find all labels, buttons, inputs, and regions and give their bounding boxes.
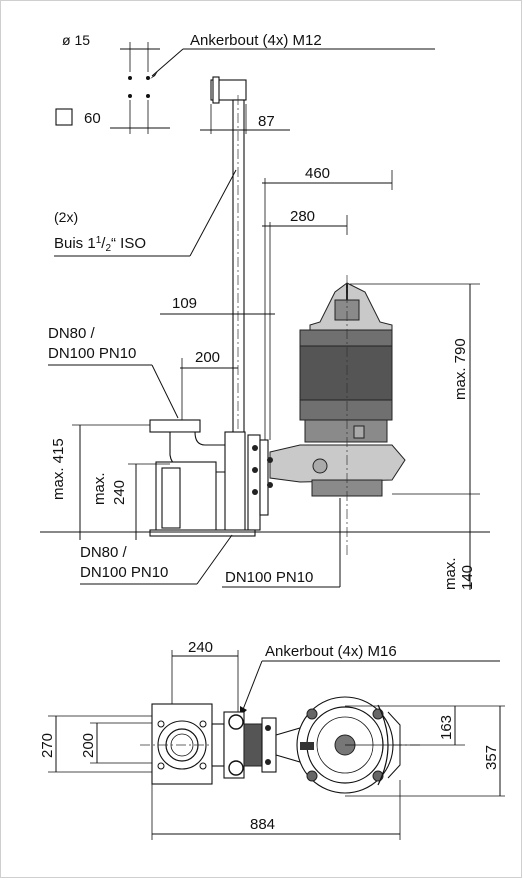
anchor-hole-icon: [128, 76, 132, 80]
pump-volute: [269, 444, 406, 483]
bottom-callouts: DN80 / DN100 PN10 DN100 PN10: [80, 498, 341, 588]
dim-270: 270: [39, 733, 56, 758]
anchor-hole-icon: [128, 94, 132, 98]
dim-240: 240: [188, 639, 213, 656]
dim-163: 163: [438, 715, 455, 740]
pipe-label: Buis 11/2“ ISO: [54, 235, 146, 254]
side-view: ø 15 Ankerbout (4x) M12 60 87 460: [40, 32, 490, 590]
dim-357: 357: [483, 745, 500, 770]
max-790: max. 790: [452, 338, 469, 400]
dn-top-line1: DN80 /: [48, 325, 96, 342]
anchor-bolt-top-label: Ankerbout (4x) M12: [190, 32, 322, 49]
pipe-callout: (2x) Buis 11/2“ ISO: [54, 169, 237, 257]
dn-bottom-line1: DN80 /: [80, 544, 128, 561]
max-140-a: max.: [442, 557, 459, 590]
ground-line: max. 140: [40, 494, 490, 590]
height-dimensions: max. 415 max. 240: [50, 424, 170, 540]
dim-109-group: 109: [160, 295, 275, 315]
upper-dimensions: 460 280: [262, 165, 393, 440]
dim-200: 200: [195, 349, 220, 366]
dim-884: 884: [250, 816, 275, 833]
max-415: max. 415: [50, 438, 67, 500]
dim-460: 460: [305, 165, 330, 182]
dim-200-top: 200: [80, 733, 97, 758]
hole-detail: ø 15 Ankerbout (4x) M12 60: [55, 32, 435, 134]
dn-outlet: DN100 PN10: [225, 569, 313, 586]
guide-pipe: [232, 99, 245, 441]
pipe-count-label: (2x): [54, 209, 78, 225]
inlet-callout: DN80 / DN100 PN10 200: [48, 325, 238, 420]
max-790-group: max. 790: [350, 283, 480, 495]
anchor-hole-icon: [146, 94, 150, 98]
square-symbol-icon: [55, 108, 73, 126]
anchor-hole-icon: [146, 76, 150, 80]
max-240-b: 240: [111, 480, 128, 505]
discharge-flange-top: [140, 703, 420, 785]
dn-top-line2: DN100 PN10: [48, 345, 136, 362]
dim-87: 87: [258, 113, 275, 130]
max-240-a: max.: [91, 472, 108, 505]
pump-body: [269, 275, 406, 555]
coupling-top: [211, 711, 277, 779]
top-view: 240 Ankerbout (4x) M16 270 200: [39, 639, 505, 840]
square-size-label: 60: [84, 110, 101, 127]
dn-bottom-line2: DN100 PN10: [80, 564, 168, 581]
anchor-bolt-bottom-label: Ankerbout (4x) M16: [265, 643, 397, 660]
dim-109: 109: [172, 295, 197, 312]
discharge-base: [149, 419, 273, 537]
guide-rail-assembly: 87: [200, 76, 290, 445]
dim-280: 280: [290, 208, 315, 225]
max-140-b: 140: [459, 565, 476, 590]
hole-diameter-label: ø 15: [62, 32, 90, 48]
